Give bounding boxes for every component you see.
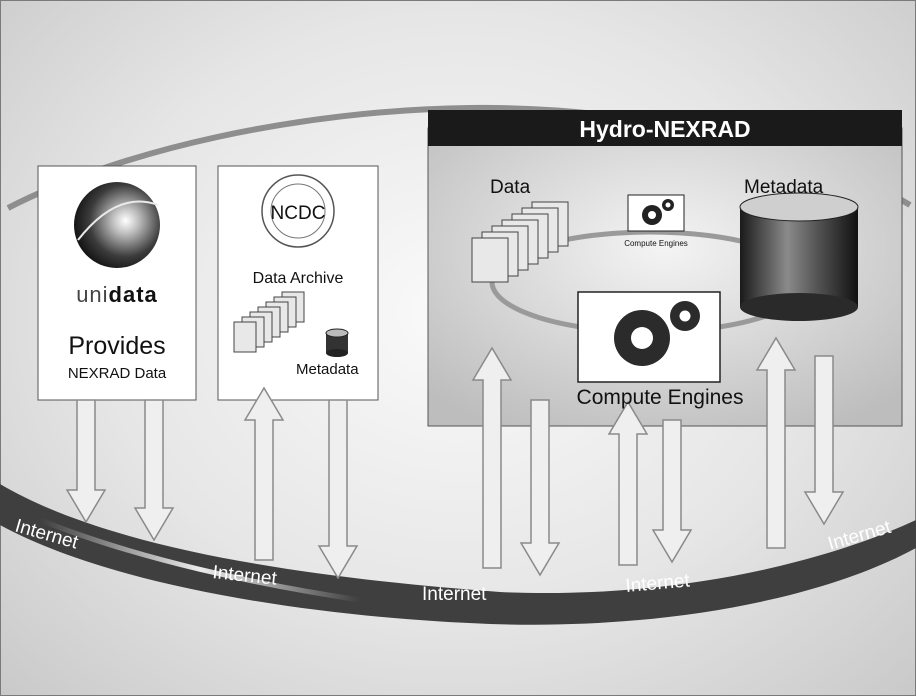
compute-engines-label: Compute Engines bbox=[577, 386, 744, 409]
down-arrow bbox=[803, 355, 845, 526]
internet-band bbox=[0, 484, 916, 625]
down-arrow bbox=[519, 399, 561, 577]
up-arrow bbox=[471, 346, 513, 569]
up-arrow bbox=[243, 386, 285, 561]
down-arrow bbox=[651, 419, 693, 564]
unidata-globe-logo bbox=[74, 182, 160, 268]
data-archive-label: Data Archive bbox=[253, 270, 344, 287]
small-compute-engine-icon bbox=[627, 194, 685, 232]
small-compute-engines-label: Compute Engines bbox=[624, 239, 688, 248]
panel-title: Hydro-NEXRAD bbox=[579, 116, 750, 142]
ncdc-seal-text: NCDC bbox=[271, 203, 326, 224]
down-arrow bbox=[317, 399, 359, 580]
data-label: Data bbox=[490, 177, 531, 198]
archive-documents-icon bbox=[233, 291, 305, 353]
ncdc-seal bbox=[261, 174, 335, 248]
internet-label: Internet bbox=[422, 584, 487, 605]
metadata-label: Metadata bbox=[744, 177, 824, 198]
down-arrow bbox=[65, 399, 107, 524]
ncdc-card bbox=[217, 165, 379, 401]
small-database-icon bbox=[325, 328, 349, 357]
data-documents-icon bbox=[471, 201, 569, 283]
down-arrow bbox=[133, 399, 175, 542]
band-glow bbox=[39, 517, 361, 603]
up-arrow bbox=[755, 336, 797, 549]
data-flow-arrows bbox=[65, 336, 845, 580]
metadata-database-icon bbox=[739, 192, 859, 321]
provides-label: Provides bbox=[68, 332, 165, 360]
nexrad-data-label: NEXRAD Data bbox=[68, 365, 167, 382]
ncdc-metadata-label: Metadata bbox=[296, 361, 359, 378]
up-arrow bbox=[607, 400, 649, 566]
compute-engine-icon bbox=[577, 291, 721, 383]
unidata-wordmark: unidata bbox=[76, 282, 158, 307]
unidata-card bbox=[37, 165, 197, 401]
